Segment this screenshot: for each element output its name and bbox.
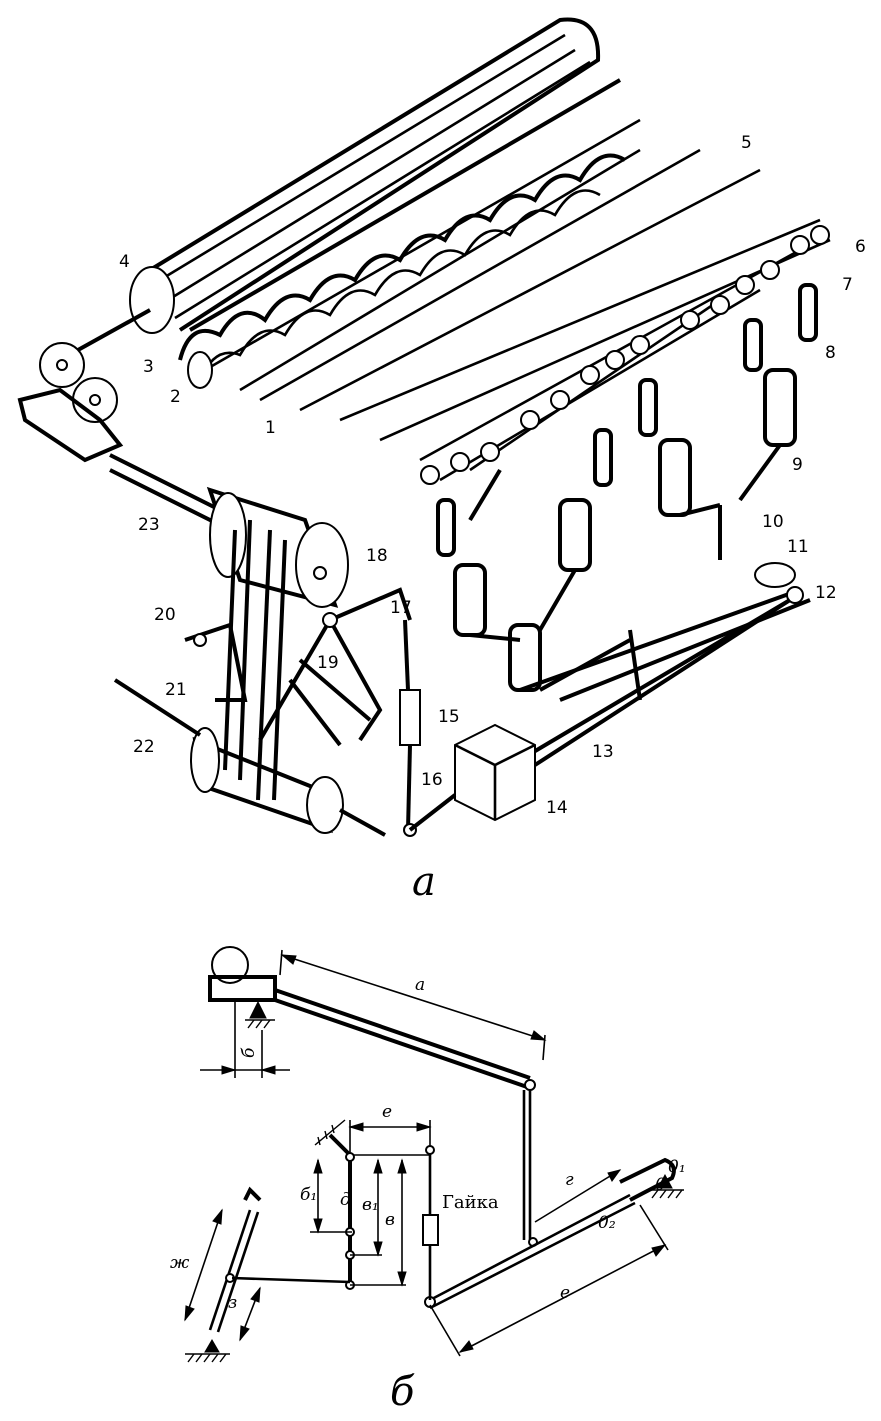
label-23: 23 bbox=[138, 515, 160, 535]
dim-g-label: г bbox=[565, 1170, 574, 1190]
label-21: 21 bbox=[165, 680, 187, 700]
pivot-o1-label: 0₁ bbox=[668, 1157, 686, 1177]
label-18: 18 bbox=[366, 546, 388, 566]
lower-drum bbox=[115, 680, 385, 835]
dim-zh-label: ж bbox=[170, 1253, 190, 1273]
lower-lever: 0₁ 0 0₂ г е bbox=[425, 1157, 686, 1356]
label-14: 14 bbox=[546, 798, 568, 818]
caption-a: а bbox=[412, 859, 436, 905]
label-6: 6 bbox=[855, 237, 866, 257]
caption-b: б bbox=[390, 1369, 415, 1415]
label-13: 13 bbox=[592, 742, 614, 762]
pivot-o-label: 0 bbox=[655, 1175, 666, 1195]
label-10: 10 bbox=[762, 512, 784, 532]
nut-label: Гайка bbox=[442, 1192, 499, 1213]
middle-linkage: е б₁ в₁ в д bbox=[300, 1102, 434, 1289]
figure-a-drawing: 1 2 3 4 5 6 7 8 9 10 11 12 13 14 15 16 1… bbox=[20, 20, 866, 906]
dim-e2-label: е bbox=[560, 1283, 570, 1303]
gear-pair bbox=[20, 343, 120, 460]
label-8: 8 bbox=[825, 343, 836, 363]
label-1: 1 bbox=[265, 418, 276, 438]
vertical-rod bbox=[524, 1090, 537, 1246]
dim-z-label: з bbox=[228, 1293, 237, 1313]
turnbuckle bbox=[400, 620, 420, 836]
label-5: 5 bbox=[741, 133, 752, 153]
label-4: 4 bbox=[119, 252, 130, 272]
label-16: 16 bbox=[421, 770, 443, 790]
belts bbox=[225, 520, 285, 800]
label-7: 7 bbox=[842, 275, 853, 295]
dim-e1-label: е bbox=[382, 1102, 392, 1122]
dim-b1-label: б₁ bbox=[300, 1185, 317, 1205]
drive-shaft bbox=[110, 455, 220, 525]
dim-a-label: а bbox=[415, 975, 425, 995]
label-9: 9 bbox=[792, 455, 803, 475]
frame-levers bbox=[185, 590, 410, 745]
label-17: 17 bbox=[390, 598, 412, 618]
label-19: 19 bbox=[317, 653, 339, 673]
dim-v-label: в bbox=[385, 1210, 395, 1230]
label-11: 11 bbox=[787, 537, 809, 557]
lever-a: а bbox=[275, 950, 545, 1090]
label-20: 20 bbox=[154, 605, 176, 625]
label-12: 12 bbox=[815, 583, 837, 603]
pivot-o2-label: 0₂ bbox=[598, 1213, 616, 1233]
left-link: ж з bbox=[170, 1190, 350, 1362]
label-15: 15 bbox=[438, 707, 460, 727]
label-22: 22 bbox=[133, 737, 155, 757]
scheme-roller: б bbox=[200, 947, 290, 1078]
dim-d-label: д bbox=[340, 1190, 351, 1210]
label-2: 2 bbox=[170, 387, 181, 407]
dim-v1-label: в₁ bbox=[362, 1195, 379, 1215]
label-3: 3 bbox=[143, 357, 154, 377]
tooth-roller-row bbox=[180, 80, 640, 388]
dim-b-label: б bbox=[239, 1047, 259, 1058]
figure-b-scheme: б а bbox=[170, 947, 686, 1415]
